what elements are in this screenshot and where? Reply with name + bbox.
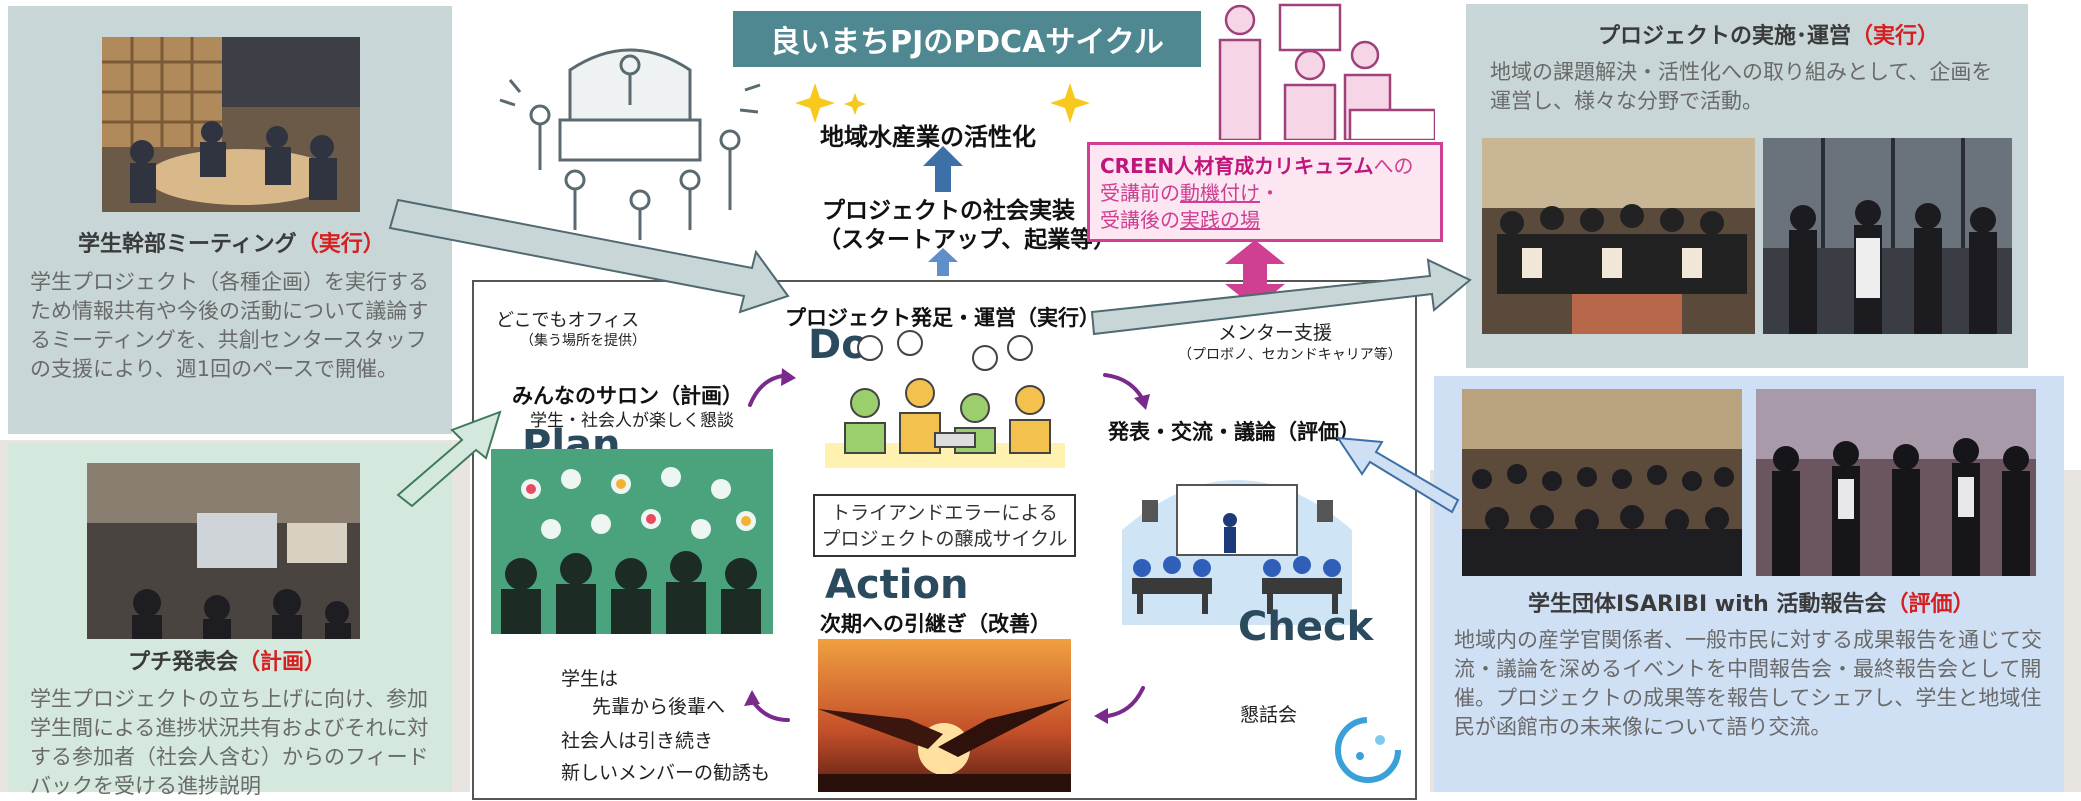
- creen-curriculum-box: CREEN人材育成カリキュラムへの 受講前の動機付け・ 受講後の実践の場: [1087, 142, 1443, 242]
- double-arrow-icon: [1225, 240, 1285, 308]
- stage-illustration: [499, 48, 761, 240]
- office-sub-label: （集う場所を提供）: [520, 333, 646, 349]
- handshake-illustration: [818, 639, 1071, 792]
- center-logo-icon: [1335, 717, 1401, 783]
- left-top-title: 学生幹部ミーティング（実行）: [78, 232, 385, 257]
- petit-presentation-photo: [87, 463, 360, 639]
- mentor-sub-label: （プロボノ、セカンドキャリア等）: [1178, 347, 1402, 363]
- up-arrow-icon: [923, 146, 963, 192]
- left-top-body: 学生プロジェクト（各種企画）を実行するため情報共有や今後の活動について議論するミ…: [30, 270, 429, 381]
- check-label: Check: [1238, 604, 1374, 650]
- mentor-label: メンター支援: [1218, 322, 1333, 344]
- salon-sub: 学生・社会人が楽しく懇談: [530, 411, 734, 431]
- action-label: Action: [825, 562, 969, 608]
- check-illustration: [1122, 480, 1352, 625]
- left-bottom-body: 学生プロジェクトの立ち上げに向け、参加学生間による進捗状況共有およびそれに対する…: [30, 687, 429, 798]
- note-3: 社会人は引き続き: [561, 730, 714, 752]
- plan-illustration: [491, 449, 773, 634]
- trial-error-box: トライアンドエラーによる プロジェクトの醸成サイクル: [813, 494, 1076, 557]
- check-title: 発表・交流・議論（評価）: [1108, 420, 1360, 444]
- kondankai-label: 懇話会: [1240, 704, 1298, 726]
- right-top-panel: プロジェクトの実施･運営（実行） 地域の課題解決・活性化への取り組みとして、企画…: [1466, 4, 2028, 368]
- sparkle-icon: [795, 83, 1090, 123]
- goal-text: 地域水産業の活性化: [820, 123, 1036, 151]
- action-title: 次期への引継ぎ（改善）: [820, 612, 1051, 636]
- salon-title: みんなのサロン（計画）: [512, 384, 743, 408]
- do-title: プロジェクト発足・運営（実行）: [785, 306, 1100, 330]
- right-bottom-title: 学生団体ISARIBI with 活動報告会（評価）: [1528, 592, 1975, 617]
- right-top-body: 地域の課題解決・活性化への取り組みとして、企画を運営し、様々な分野で活動。: [1490, 60, 1993, 113]
- project-group-photo-1: [1482, 138, 1755, 334]
- note-2: 先輩から後輩へ: [592, 696, 726, 718]
- right-bottom-body: 地域内の産学官関係者、一般市民に対する成果報告を通じて交流・議論を深めるイベント…: [1454, 628, 2042, 739]
- project-group-photo-2: [1763, 138, 2012, 334]
- isaribi-report-photo-1: [1462, 389, 1742, 576]
- student-meeting-photo: [102, 37, 360, 212]
- left-bottom-panel: プチ発表会（計画） 学生プロジェクトの立ち上げに向け、参加学生間による進捗状況共…: [8, 443, 452, 798]
- left-bottom-title: プチ発表会（計画）: [128, 650, 327, 675]
- right-bottom-panel: 学生団体ISARIBI with 活動報告会（評価） 地域内の産学官関係者、一般…: [1434, 376, 2064, 792]
- note-1: 学生は: [561, 668, 619, 690]
- isaribi-report-photo-2: [1756, 389, 2036, 576]
- trial-error-line1: トライアンドエラーによる: [831, 502, 1058, 524]
- note-4: 新しいメンバーの勧誘も: [561, 762, 771, 784]
- do-illustration: [825, 330, 1065, 468]
- lecture-illustration: [1218, 3, 1435, 140]
- up-arrow-small-icon: [928, 248, 958, 276]
- right-top-title: プロジェクトの実施･運営（実行）: [1598, 24, 1940, 49]
- office-label: どこでもオフィス: [496, 310, 640, 331]
- social-impl-text-2: （スタートアップ、起業等）: [818, 227, 1117, 253]
- page-title: 良いまちPJのPDCAサイクル: [733, 11, 1201, 67]
- trial-error-line2: プロジェクトの醸成サイクル: [821, 528, 1068, 550]
- social-impl-text-1: プロジェクトの社会実装: [822, 198, 1075, 224]
- left-top-panel: 学生幹部ミーティング（実行） 学生プロジェクト（各種企画）を実行するため情報共有…: [8, 6, 452, 434]
